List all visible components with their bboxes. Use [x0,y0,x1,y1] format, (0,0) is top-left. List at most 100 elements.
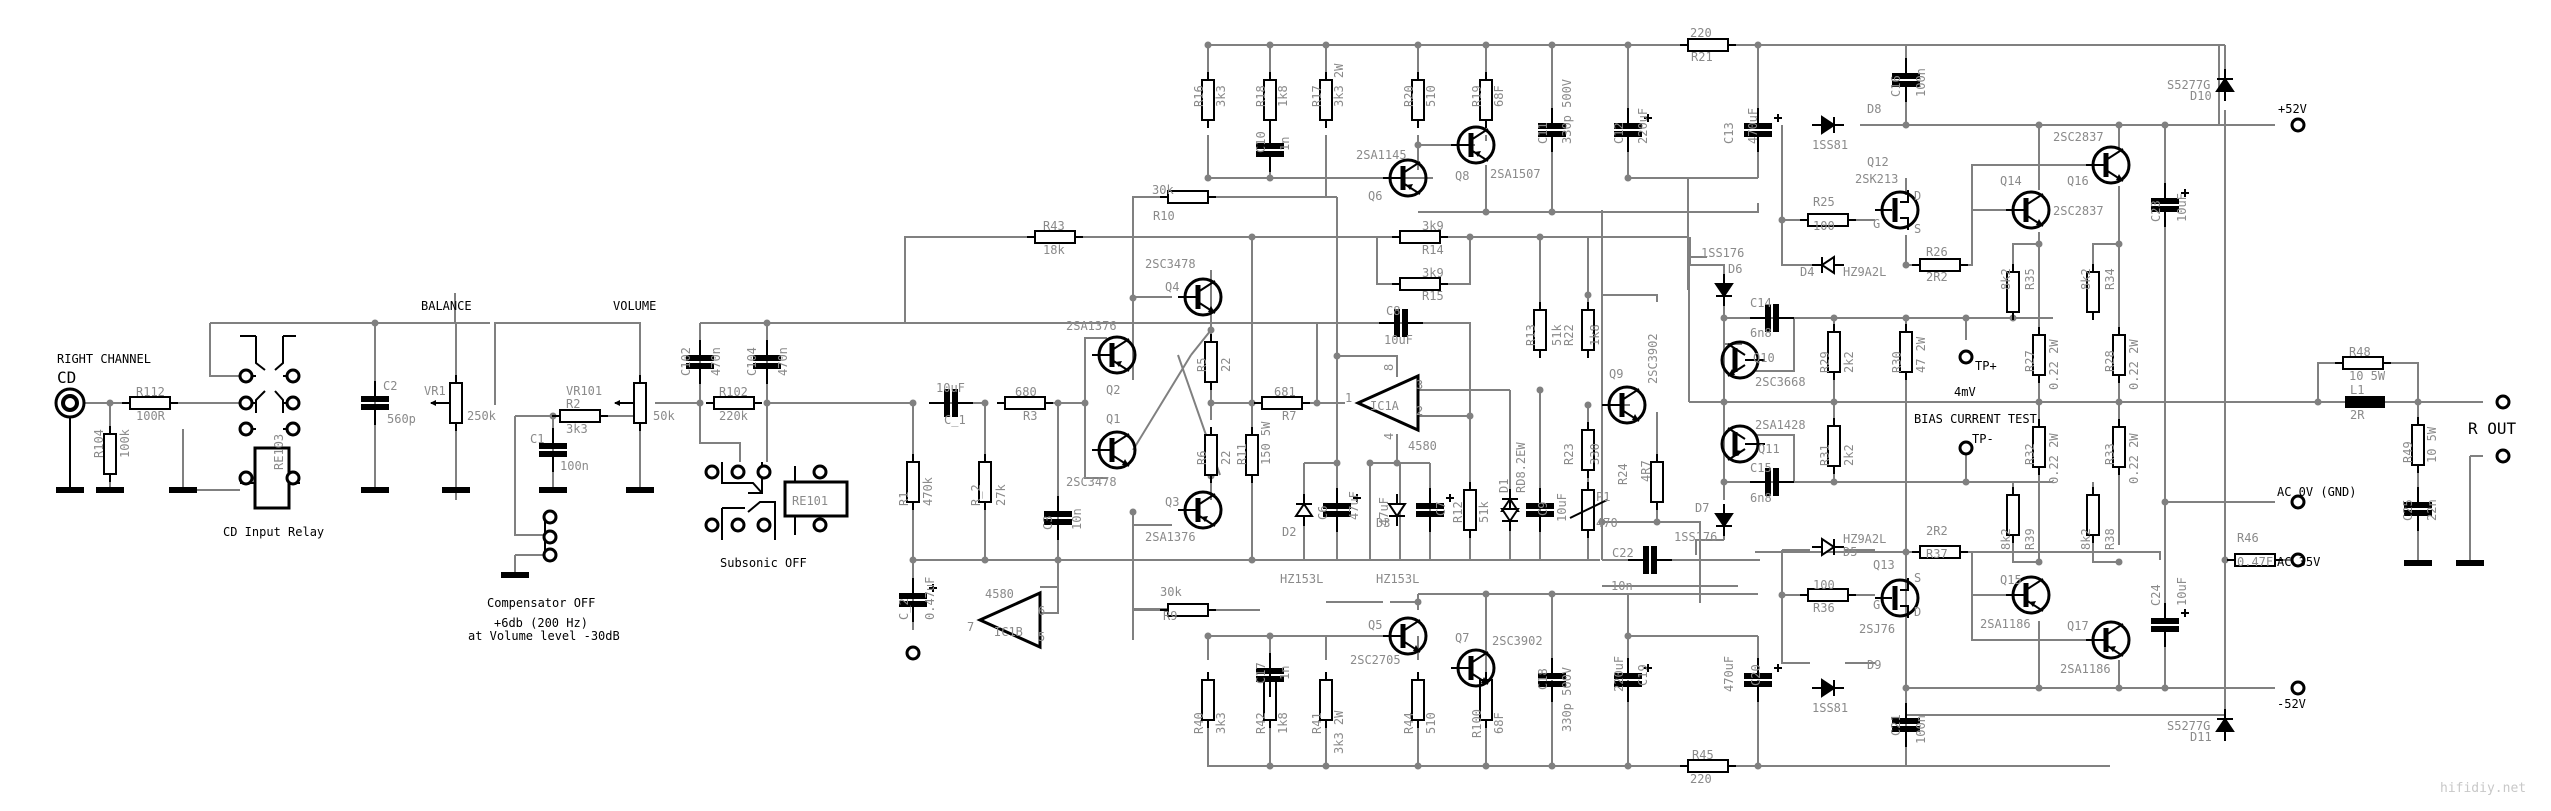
capacitor-c19 [1614,658,1652,702]
transistor-q11-arrow [1735,450,1742,456]
c17-ref: C17 [1254,662,1268,684]
r5-ref: R5 [1195,358,1209,372]
r2-ref: R2 [566,397,580,411]
resistor-r15 [1392,277,1448,291]
resistor-r38-body [2086,494,2100,536]
r24-value: 4R7 [1639,460,1653,482]
q7-ref: Q7 [1455,631,1469,645]
junction-dot [1754,41,1762,49]
junction-dot [1778,216,1786,224]
r_2-ref: R_2 [969,484,983,506]
junction-dot [909,556,917,564]
c12-value: 220uF [1636,108,1650,144]
resistor-r44 [1411,672,1425,728]
c19-value: 220uF [1612,656,1626,692]
capacitor-c16 [1892,58,1920,102]
junction-dot [1466,233,1474,241]
r5-value: 22 [1219,358,1233,372]
junction-dot [1054,556,1062,564]
capacitor-c11 [1538,108,1566,152]
junction-dot [1902,121,1910,129]
resistor-r29 [1827,324,1841,380]
resistor-r5 [1204,334,1218,390]
c3-value: 10n [1070,508,1084,530]
junction-dot [1266,632,1274,640]
transistor-q1 [1092,430,1137,470]
resistor-r36-body [1807,588,1849,602]
c_2-value: 0.47uF [923,577,937,620]
d10-ref: D10 [2190,89,2212,103]
resistor-r3-body [1004,396,1046,410]
resistor-r2-body [559,409,601,423]
c24-value: 10uF [2175,577,2189,606]
resistor-r45-body [1687,759,1729,773]
c13-ref: C13 [1722,122,1736,144]
r3-ref: R3 [1023,409,1037,423]
diode-d11 [2215,709,2235,741]
transistor-q6-emitter [1402,182,1421,195]
c104-ref: C104 [745,347,759,376]
c20-ref: C20 [1749,664,1763,686]
r37-value: 2R2 [1926,524,1948,538]
resistor-r16 [1201,72,1215,128]
capacitor-c2 [361,381,389,425]
relay-contact [756,464,772,480]
transistor-q7-arrow [1481,677,1488,684]
r21-value: 220 [1690,26,1712,40]
resistor-r48 [2335,356,2391,370]
vr101-ref: VR101 [566,384,602,398]
r12-ref: R12 [1451,501,1465,523]
transistor-q1-collector [1111,433,1130,446]
l1-ref: L1 [2350,383,2364,397]
ic1a-pin-plus: 3 [1416,378,1423,392]
q6-ref: Q6 [1368,189,1382,203]
r16-value: 3k3 [1214,85,1228,107]
capacitor-c22 [1628,546,1672,574]
q15-ref: Q15 [2000,573,2022,587]
r14-value: 3k9 [1422,219,1444,233]
r19-value: 68F [1492,85,1506,107]
capacitor-c-2 [899,578,937,622]
q12-part: 2SK213 [1855,172,1898,186]
resistor-r18 [1263,72,1277,128]
resistor-r35 [2006,264,2020,320]
junction-dot [981,399,989,407]
transistor-q6-arrow [1406,184,1413,190]
inductor-l1 [2345,396,2385,408]
resistor-r7 [1254,396,1310,410]
plus-sign [2181,189,2189,197]
resistor-r37-body [1919,545,1961,559]
c9-value: 10uF [1555,493,1569,522]
r20-ref: R20 [1402,85,1416,107]
resistor-r43-body [1034,230,1076,244]
d4-part: HZ9A2L [1843,265,1886,279]
transistor-q6 [1383,158,1428,198]
r34-value: 8k2 [2079,268,2093,290]
r7-value: 681 [1274,385,1296,399]
c2-ref: C2 [383,379,397,393]
junction-dot [1902,548,1910,556]
transistor-q5 [1383,616,1428,656]
r48-value: 10 5W [2349,369,2386,383]
junction-dot [2161,121,2169,129]
c7-value: 47uF [1377,497,1391,526]
r21-ref: R21 [1691,50,1713,64]
r39-ref: R39 [2023,528,2037,550]
diode-d10-triangle [2215,77,2235,92]
junction-dot [1204,41,1212,49]
capacitor-c23 [2151,183,2189,227]
d3-part: HZ153L [1376,572,1419,586]
plus-sign [1446,494,1454,502]
resistor-r31-body [1827,425,1841,467]
resistor-r12-body [1463,489,1477,531]
transistor-q16-collector [2105,148,2124,161]
test-point-tp-plus [1958,349,1974,365]
junction-dot [1322,762,1330,770]
ic1b-part: 4580 [985,587,1014,601]
resistor-r29-body [1827,331,1841,373]
ic1b-pin-out: 7 [967,620,974,634]
q13-part: 2SJ76 [1859,622,1895,636]
ic1a-ref: IC1A [1370,399,1400,413]
r15-ref: R15 [1422,289,1444,303]
